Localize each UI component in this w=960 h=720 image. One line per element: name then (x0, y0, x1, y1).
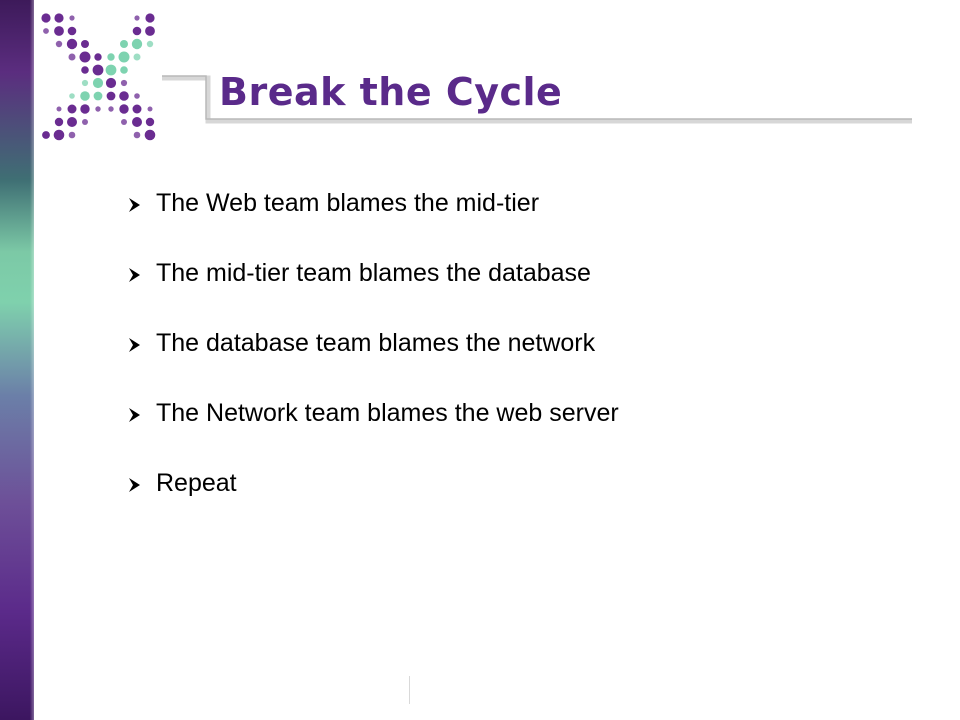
title-frame-rule (162, 75, 912, 124)
bullet-text: The Web team blames the mid-tier (156, 188, 540, 217)
logo-dot (80, 104, 90, 114)
logo-dot (106, 91, 116, 101)
logo-dot (134, 93, 140, 99)
logo-dot (81, 40, 89, 48)
logo-dot (120, 40, 128, 48)
logo-dot (120, 79, 128, 87)
logo-dot (66, 38, 78, 50)
logo-dot (42, 131, 50, 139)
bullet-text: Repeat (156, 468, 237, 497)
logo-dot (67, 26, 77, 36)
logo-dot (82, 119, 88, 125)
logo-dot (95, 106, 101, 112)
logo-dot (119, 91, 129, 101)
logo-dot (80, 91, 90, 101)
logo-dot (133, 131, 141, 139)
bullet-item: The Network team blames the web server (128, 378, 619, 448)
logo-dot (107, 53, 115, 61)
bullet-item: The database team blames the network (128, 308, 619, 378)
logo-dot (105, 77, 117, 89)
logo-dot (92, 77, 104, 89)
bullet-item: The mid-tier team blames the database (128, 238, 619, 308)
arrowhead-bullet-icon (129, 267, 140, 282)
arrowhead-bullet-icon (129, 477, 140, 492)
slide-title: Break the Cycle (219, 70, 563, 114)
logo-dot (105, 64, 117, 76)
logo-dot (145, 26, 155, 36)
logo-dot (134, 15, 140, 21)
arrowhead-bullet-icon (129, 407, 140, 422)
dotted-x-logo (41, 13, 156, 141)
logo-dot (53, 129, 65, 141)
logo-dot (54, 26, 64, 36)
logo-dot (54, 13, 64, 23)
logo-dot (121, 119, 127, 125)
logo-dot (81, 79, 89, 87)
logo-dot (41, 13, 51, 23)
logo-dot (144, 129, 156, 141)
logo-dot (145, 13, 155, 23)
bullet-text: The Network team blames the web server (156, 398, 619, 427)
bullet-item: The Web team blames the mid-tier (128, 168, 619, 238)
logo-dot (132, 26, 142, 36)
logo-dot (79, 51, 91, 63)
logo-dot (92, 64, 104, 76)
logo-dot (145, 117, 155, 127)
logo-dot (54, 117, 64, 127)
logo-dot (108, 106, 114, 112)
logo-dot (147, 106, 153, 112)
logo-dot (120, 66, 128, 74)
bullet-text: The mid-tier team blames the database (156, 258, 591, 287)
side-gradient-bar (0, 0, 34, 720)
logo-dot (43, 28, 49, 34)
logo-dot (93, 91, 103, 101)
logo-dot (94, 53, 102, 61)
logo-dot (68, 131, 76, 139)
bullet-text: The database team blames the network (156, 328, 596, 357)
bullet-item: Repeat (128, 448, 619, 518)
logo-dot (119, 104, 129, 114)
footer-divider (409, 676, 410, 704)
logo-dot (69, 93, 75, 99)
logo-dot (133, 53, 141, 61)
logo-dot (131, 38, 143, 50)
logo-dot (118, 51, 130, 63)
bullet-list: The Web team blames the mid-tier The mid… (128, 168, 619, 518)
logo-dot (146, 40, 154, 48)
logo-dot (68, 53, 76, 61)
logo-dot (55, 40, 63, 48)
logo-dot (132, 104, 142, 114)
arrowhead-bullet-icon (129, 337, 140, 352)
logo-dot (56, 106, 62, 112)
logo-dot (132, 117, 142, 127)
logo-dot (67, 117, 77, 127)
logo-dot (81, 66, 89, 74)
logo-dot (69, 15, 75, 21)
arrowhead-bullet-icon (129, 197, 140, 212)
logo-dot (67, 104, 77, 114)
